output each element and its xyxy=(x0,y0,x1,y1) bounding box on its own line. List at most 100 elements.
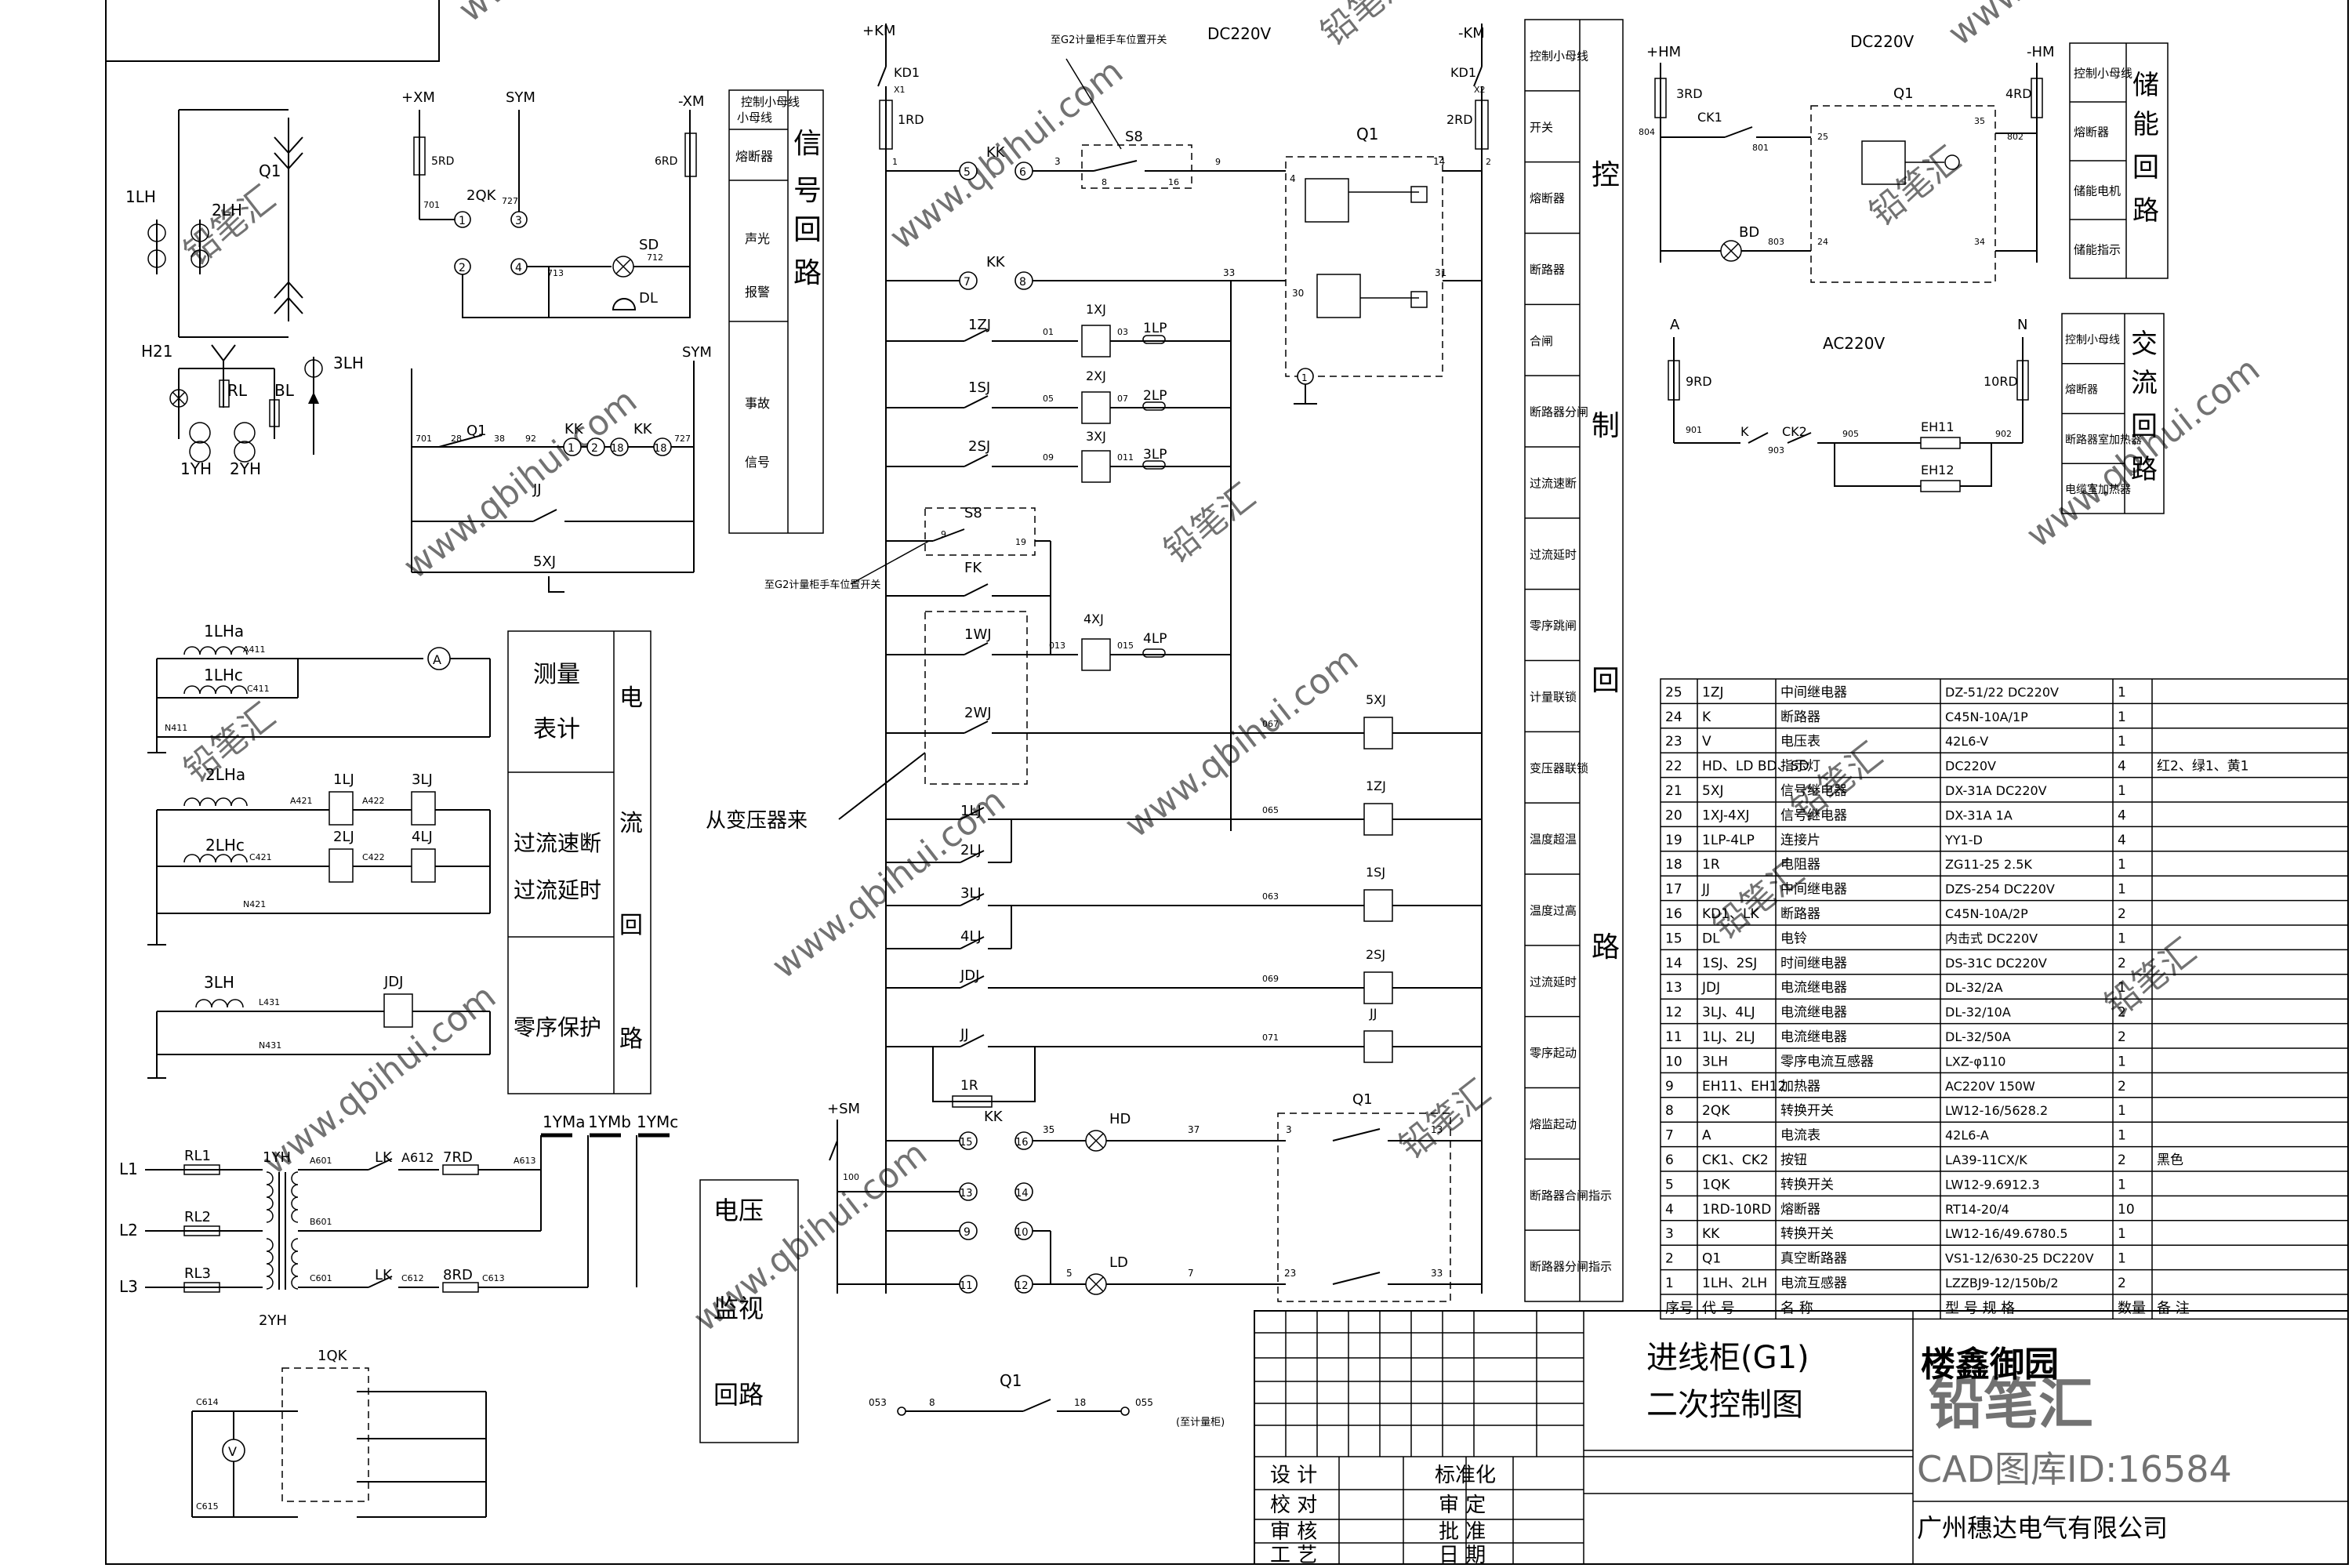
sd-label: SD xyxy=(639,237,659,253)
bom-cell: DL-32/50A xyxy=(1945,1029,2011,1044)
svg-text:声光: 声光 xyxy=(745,231,770,246)
kd1-label-l: KD1 xyxy=(894,65,920,80)
svg-text:9: 9 xyxy=(941,529,946,539)
svg-text:38: 38 xyxy=(494,434,505,444)
svg-text:审 核: 审 核 xyxy=(1270,1520,1317,1544)
4xj-label: 4XJ xyxy=(1083,612,1104,626)
2qk-label: 2QK xyxy=(466,187,497,204)
bom-cell: 42L6-A xyxy=(1945,1128,1989,1143)
bom-cell: DC220V xyxy=(1945,759,1996,774)
1lha-label: 1LHa xyxy=(204,622,244,641)
svg-text:3: 3 xyxy=(515,215,522,227)
watermark-text: www.qbihui.com xyxy=(1940,0,2189,54)
bom-cell: 电铃 xyxy=(1780,931,1807,946)
title-line-2: 二次控制图 xyxy=(1646,1387,1803,1423)
bom-cell: 1SJ、2SJ xyxy=(1702,956,1757,971)
svg-text:31: 31 xyxy=(1435,267,1446,278)
bom-cell: 1XJ-4XJ xyxy=(1702,808,1749,823)
5xj-label-sig: 5XJ xyxy=(533,554,556,570)
svg-text:熔断器: 熔断器 xyxy=(735,149,773,164)
bom-cell: 20 xyxy=(1665,808,1682,823)
bom-cell: DZ-51/22 DC220V xyxy=(1945,684,2059,699)
1sj-label-contact: 1SJ xyxy=(968,379,990,396)
svg-text:727: 727 xyxy=(674,434,691,444)
jj-label-contact: JJ xyxy=(960,1026,969,1043)
1lh-label: 1LH xyxy=(125,187,156,206)
svg-text:电压: 电压 xyxy=(713,1196,764,1225)
8rd-label: 8RD xyxy=(443,1267,473,1283)
bom-header-cell: 代 号 xyxy=(1702,1300,1735,1316)
svg-text:过流速断: 过流速断 xyxy=(514,830,601,856)
eh11-label: EH11 xyxy=(1921,419,1955,434)
1wj-label: 1WJ xyxy=(964,626,992,643)
bom-cell: 1 xyxy=(2118,734,2126,750)
bom-cell: 1R xyxy=(1702,857,1720,873)
svg-text:16: 16 xyxy=(1168,177,1179,187)
control-legend-cell: 零序起动 xyxy=(1530,1046,1577,1060)
4rd-label: 4RD xyxy=(2005,86,2032,101)
bom-cell: EH11、EH12 xyxy=(1702,1079,1786,1094)
svg-text:053: 053 xyxy=(869,1397,887,1408)
control-legend: 控 制 回 路 控制小母线开关熔断器断路器合闸断路器分闸过流速断过流延时零序跳闸… xyxy=(1524,19,1624,1302)
1yh-label: 1YH xyxy=(180,459,212,478)
1yh-label-v: 1YH xyxy=(263,1149,291,1166)
svg-text:1: 1 xyxy=(459,215,466,227)
3rd-label: 3RD xyxy=(1676,86,1703,101)
bom-cell: LA39-11CX/K xyxy=(1945,1152,2027,1167)
bom-header-cell: 序号 xyxy=(1665,1300,1693,1316)
svg-text:35: 35 xyxy=(1043,1124,1054,1135)
bom-cell: 1 xyxy=(2118,1226,2126,1242)
svg-text:14: 14 xyxy=(1015,1188,1029,1200)
svg-text:92: 92 xyxy=(525,434,536,444)
bom-cell: 22 xyxy=(1665,759,1682,775)
l1-label: L1 xyxy=(119,1160,138,1178)
2yh-label-v: 2YH xyxy=(259,1312,287,1329)
svg-text:055: 055 xyxy=(1135,1397,1153,1408)
svg-text:100: 100 xyxy=(843,1172,859,1182)
bom-cell: 1 xyxy=(2118,684,2126,700)
svg-text:901: 901 xyxy=(1686,425,1702,435)
bus-a: A xyxy=(1670,317,1680,333)
bom-cell: C45N-10A/1P xyxy=(1945,710,2028,724)
storage-legend-cell: 熔断器 xyxy=(2074,125,2109,140)
svg-text:1: 1 xyxy=(1301,372,1308,383)
bom-cell: C45N-10A/2P xyxy=(1945,906,2028,921)
svg-text:9: 9 xyxy=(964,1226,971,1239)
svg-text:4: 4 xyxy=(515,262,522,274)
bom-cell: 3 xyxy=(1665,1226,1674,1242)
bom-cell: 2 xyxy=(2118,956,2126,971)
current-circuit: 1LHa A411 A 1LHc C411 N411 2LHa A421 1LJ… xyxy=(147,622,491,1079)
svg-text:18: 18 xyxy=(1074,1397,1086,1408)
rl3-label: RL3 xyxy=(184,1265,211,1282)
bom-cell: 12 xyxy=(1665,1005,1682,1021)
watermark-corner: 铅笔汇 CAD图库ID:16584 xyxy=(1917,1372,2232,1490)
1rd-label: 1RD xyxy=(898,112,924,127)
svg-text:23: 23 xyxy=(1284,1268,1296,1279)
3lh-label-top: 3LH xyxy=(333,354,364,372)
1r-label: 1R xyxy=(960,1078,978,1094)
svg-text:C421: C421 xyxy=(249,852,272,862)
bd-label: BD xyxy=(1739,224,1759,241)
svg-text:日 期: 日 期 xyxy=(1439,1544,1486,1567)
svg-text:6: 6 xyxy=(1019,166,1026,179)
1lj-label: 1LJ xyxy=(333,771,354,788)
bom-cell: 7 xyxy=(1665,1128,1674,1144)
bom-cell: DZS-254 DC220V xyxy=(1945,882,2055,897)
2yh-label: 2YH xyxy=(230,459,261,478)
voltage-circuit: L1 L2 L3 RL1 RL2 RL3 1YH 2YH A601 B601 C… xyxy=(119,1112,678,1518)
bom-cell: 信号继电器 xyxy=(1780,783,1847,799)
svg-text:交: 交 xyxy=(2131,328,2158,360)
bus-psm: +SM xyxy=(827,1101,860,1117)
bus-ac220: AC220V xyxy=(1823,334,1885,353)
lk-label-c: LK xyxy=(375,1267,393,1283)
bom-cell: 4 xyxy=(2118,808,2126,823)
2lp-label: 2LP xyxy=(1143,388,1167,404)
bus-nkm: -KM xyxy=(1458,25,1485,42)
svg-text:14: 14 xyxy=(1433,156,1445,167)
jdj-label: JDJ xyxy=(383,974,403,990)
bom-cell: 1 xyxy=(2118,1177,2126,1192)
watermark-cad-id: CAD图库ID:16584 xyxy=(1917,1448,2232,1490)
bom-cell: 电流继电器 xyxy=(1780,1005,1847,1021)
control-legend-cell: 零序跳闸 xyxy=(1530,619,1577,633)
